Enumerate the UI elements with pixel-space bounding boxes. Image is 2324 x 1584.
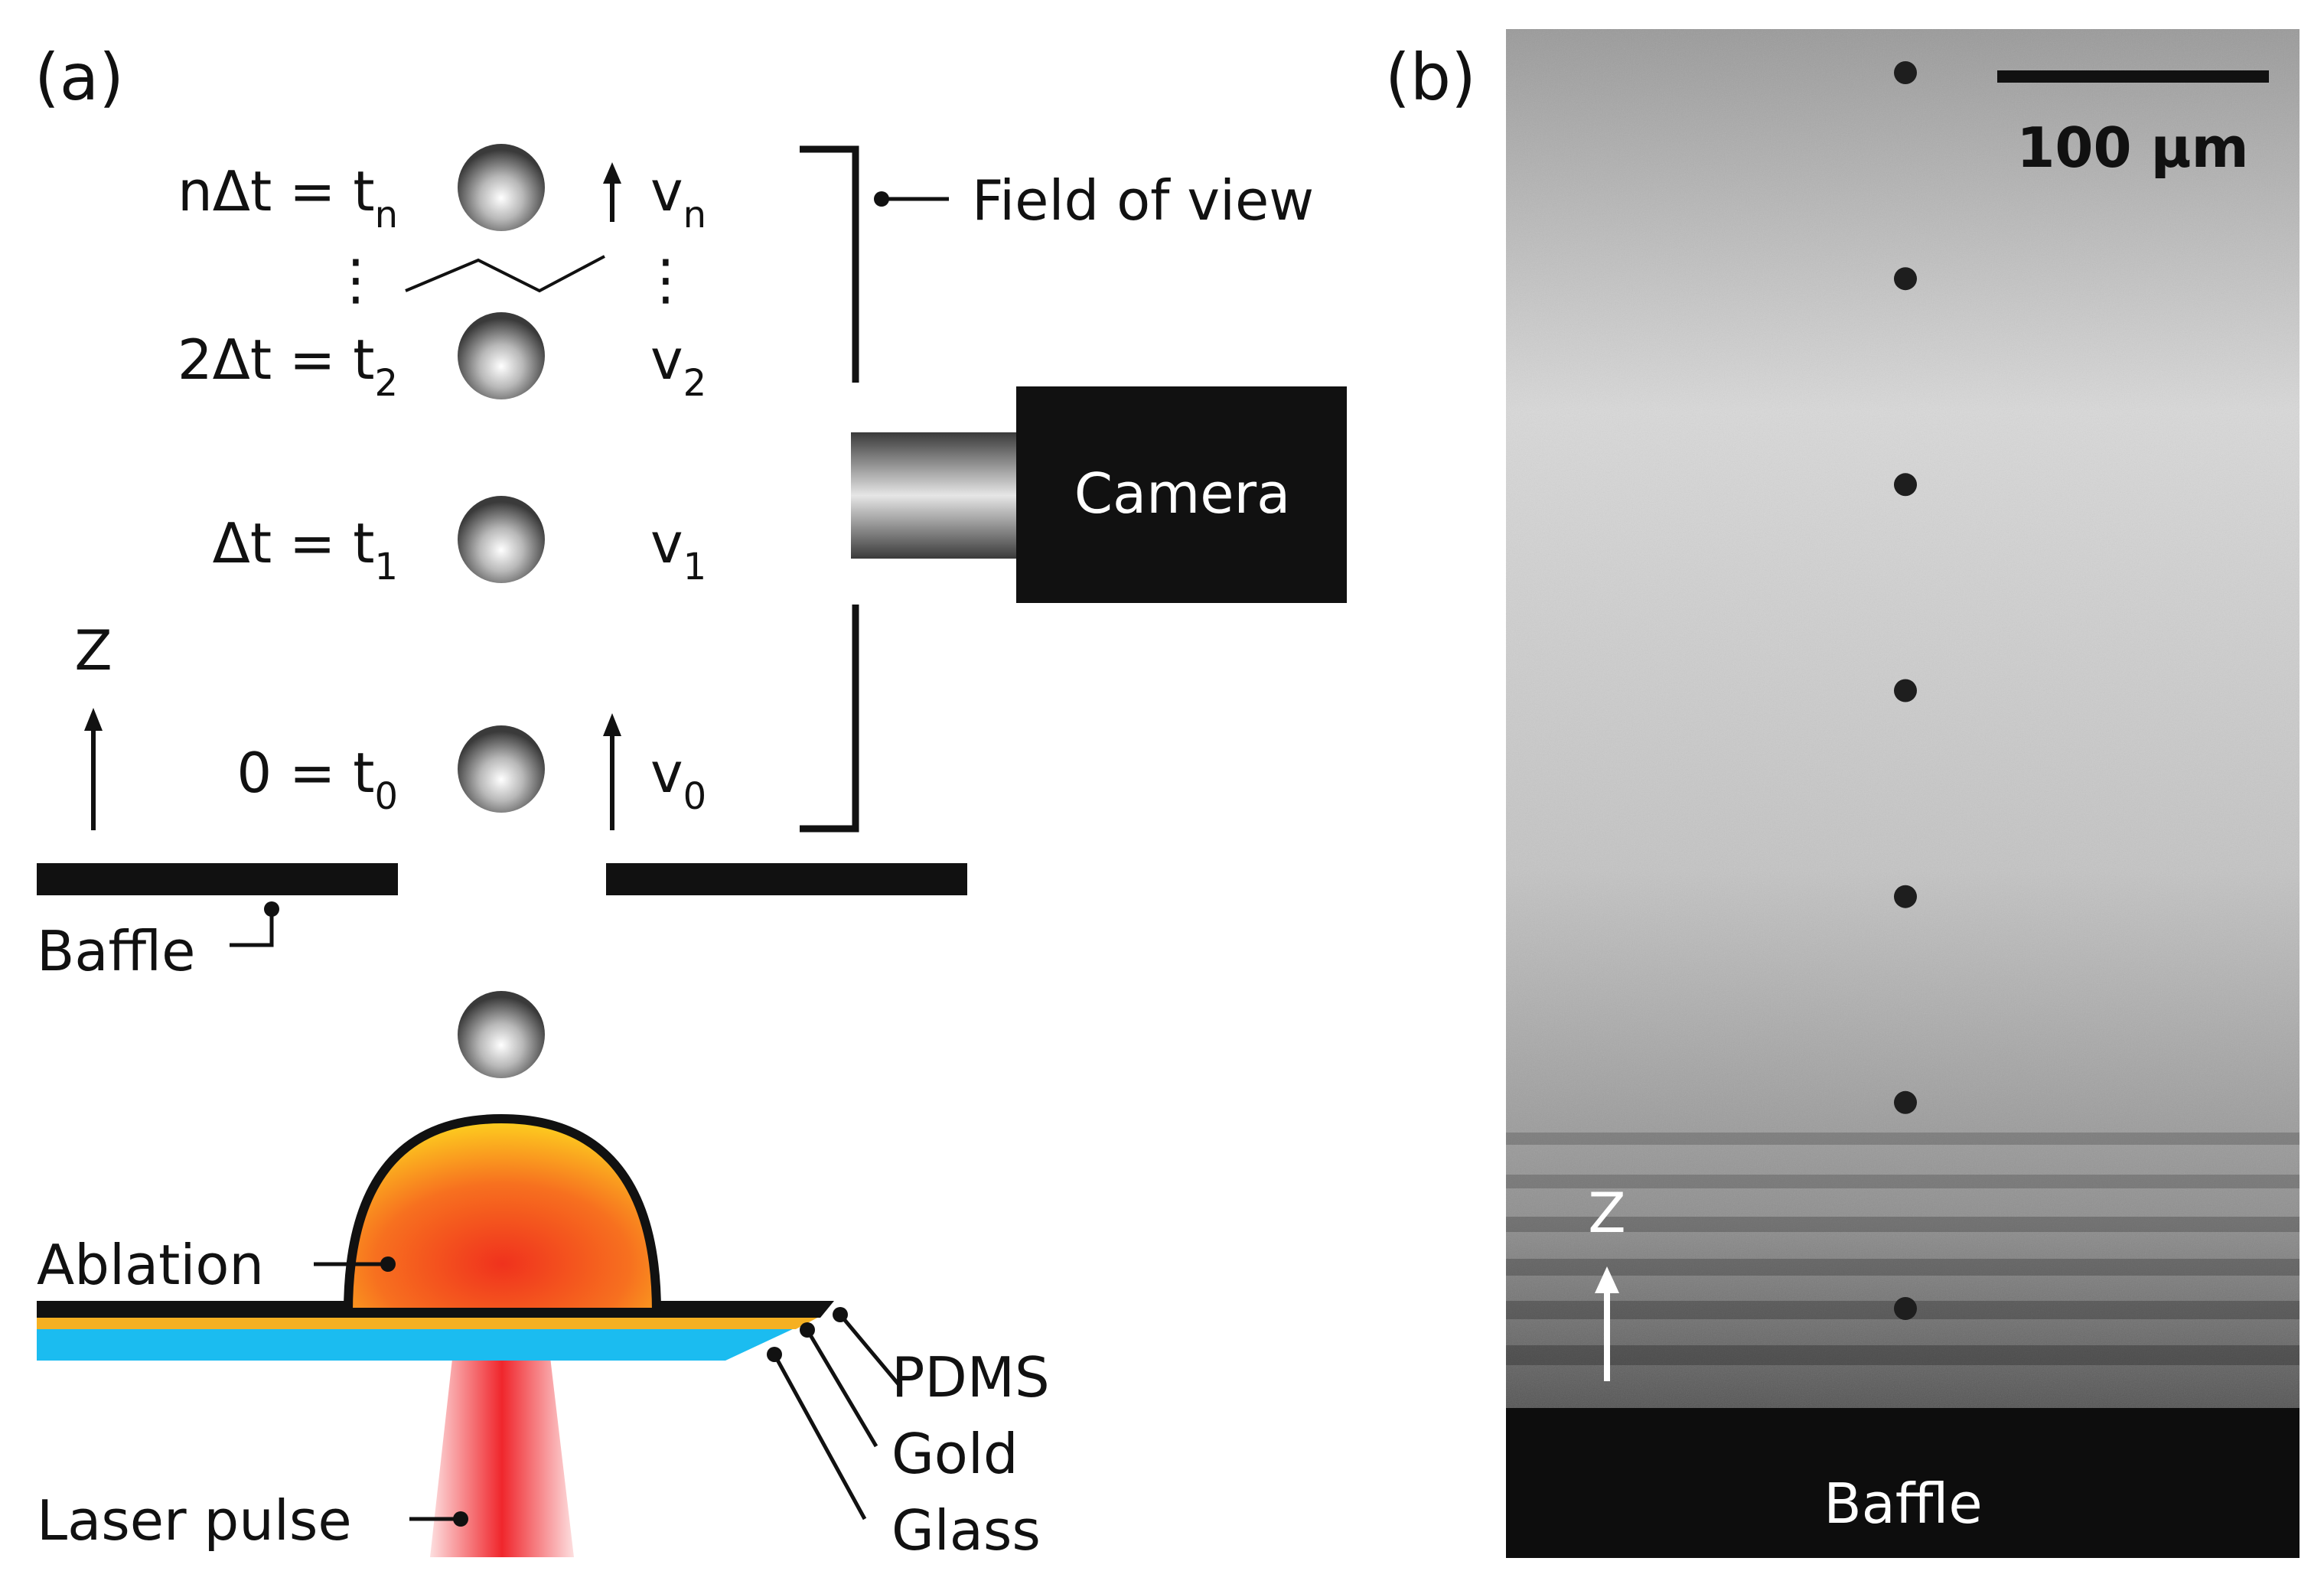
baffle-leader xyxy=(230,911,274,947)
bracket-top xyxy=(800,145,859,383)
camera-label: Camera xyxy=(1074,461,1291,526)
camera: Camera xyxy=(851,386,1347,603)
time-ellipsis: ⋮ xyxy=(328,247,383,311)
baffle-left xyxy=(37,863,398,895)
particle-t2 xyxy=(458,312,545,399)
velocity-label-1: v1 xyxy=(650,511,706,588)
baffle-leader-dot xyxy=(264,901,279,917)
field-of-view-label: Field of view xyxy=(972,168,1314,233)
time-label-0: 0 = t0 xyxy=(236,741,398,818)
pdms-leader xyxy=(839,1313,901,1387)
baffle-right xyxy=(606,863,967,895)
particle-tn xyxy=(458,144,545,231)
z-axis-arrowhead-b xyxy=(1595,1266,1619,1293)
micrograph-noise xyxy=(1506,29,2300,1558)
bracket-bottom xyxy=(800,605,859,833)
laser-pulse-label: Laser pulse xyxy=(37,1488,352,1553)
fringe xyxy=(1506,1259,2300,1276)
velocity-label-2: v2 xyxy=(650,328,706,405)
time-label-2: 2Δt = t2 xyxy=(178,328,398,405)
glass-leader-dot xyxy=(767,1347,782,1362)
arrowhead-v0 xyxy=(603,713,621,736)
droplet xyxy=(1894,1297,1917,1320)
droplet xyxy=(1894,679,1917,702)
baffle-label-b: Baffle xyxy=(1824,1472,1982,1536)
velocity-arrows xyxy=(603,162,621,830)
fringe xyxy=(1506,1345,2300,1365)
gold-label: Gold xyxy=(891,1422,1019,1486)
arrowhead-vn xyxy=(603,162,621,184)
ablation-label: Ablation xyxy=(37,1233,264,1297)
time-labels: nΔt = tn 2Δt = t2 Δt = t1 0 = t0 ⋮ xyxy=(178,159,398,818)
glass-label: Glass xyxy=(891,1498,1041,1563)
fringe xyxy=(1506,1217,2300,1232)
laser-leader-dot xyxy=(453,1511,468,1527)
droplet xyxy=(1894,885,1917,908)
droplet xyxy=(1894,267,1917,291)
glass-layer xyxy=(37,1328,796,1361)
z-axis-a: Z xyxy=(74,618,112,830)
baffle-region xyxy=(1506,1408,2300,1558)
panel-b: (b) 100 µm Z Baffle xyxy=(1385,29,2300,1558)
droplets xyxy=(1894,61,1917,1320)
camera-body xyxy=(1016,386,1347,603)
particles xyxy=(458,144,545,1078)
camera-lens xyxy=(851,432,1019,559)
ablation-leader-dot xyxy=(380,1256,396,1272)
droplet xyxy=(1894,61,1917,84)
baffle-a: Baffle xyxy=(37,863,967,983)
panel-a: (a) nΔt = tn 2Δt = t2 Δt = t1 0 = t0 ⋮ v… xyxy=(34,40,1347,1563)
z-axis-arrowhead-a xyxy=(84,708,103,731)
particle-ejected xyxy=(458,991,545,1078)
baffle-label-a: Baffle xyxy=(37,919,195,983)
droplet xyxy=(1894,473,1917,497)
droplet xyxy=(1894,1090,1917,1114)
scale-bar-label: 100 µm xyxy=(2016,116,2248,180)
velocity-label-n: vn xyxy=(650,159,706,236)
glass-leader xyxy=(772,1353,867,1520)
fringe xyxy=(1506,1133,2300,1145)
velocity-labels: vn v2 v1 v0 ⋮ xyxy=(638,159,706,818)
fov-leader-dot xyxy=(874,191,889,207)
particle-t1 xyxy=(458,496,545,583)
zigzag-connector xyxy=(405,255,605,293)
z-axis-label-b: Z xyxy=(1588,1181,1625,1245)
gold-leader xyxy=(805,1328,878,1448)
fringe xyxy=(1506,1175,2300,1188)
micrograph: 100 µm Z Baffle xyxy=(1506,29,2300,1558)
time-label-n: nΔt = tn xyxy=(178,159,398,236)
velocity-label-0: v0 xyxy=(650,741,706,818)
pdms-leader-dot xyxy=(833,1307,848,1322)
panel-b-label: (b) xyxy=(1385,40,1476,115)
gold-leader-dot xyxy=(800,1322,815,1338)
gold-layer xyxy=(37,1316,820,1329)
particle-t0 xyxy=(458,725,545,813)
time-label-1: Δt = t1 xyxy=(213,511,398,588)
field-of-view-bracket xyxy=(800,145,859,833)
layer-leaders xyxy=(767,1307,901,1520)
ablation-plume xyxy=(343,1113,662,1317)
scale-bar xyxy=(1997,70,2269,83)
velocity-ellipsis: ⋮ xyxy=(638,247,693,311)
panel-a-label: (a) xyxy=(34,40,124,115)
pdms-label: PDMS xyxy=(891,1345,1050,1410)
z-axis-label-a: Z xyxy=(74,618,112,683)
laser-beam xyxy=(430,1331,574,1557)
